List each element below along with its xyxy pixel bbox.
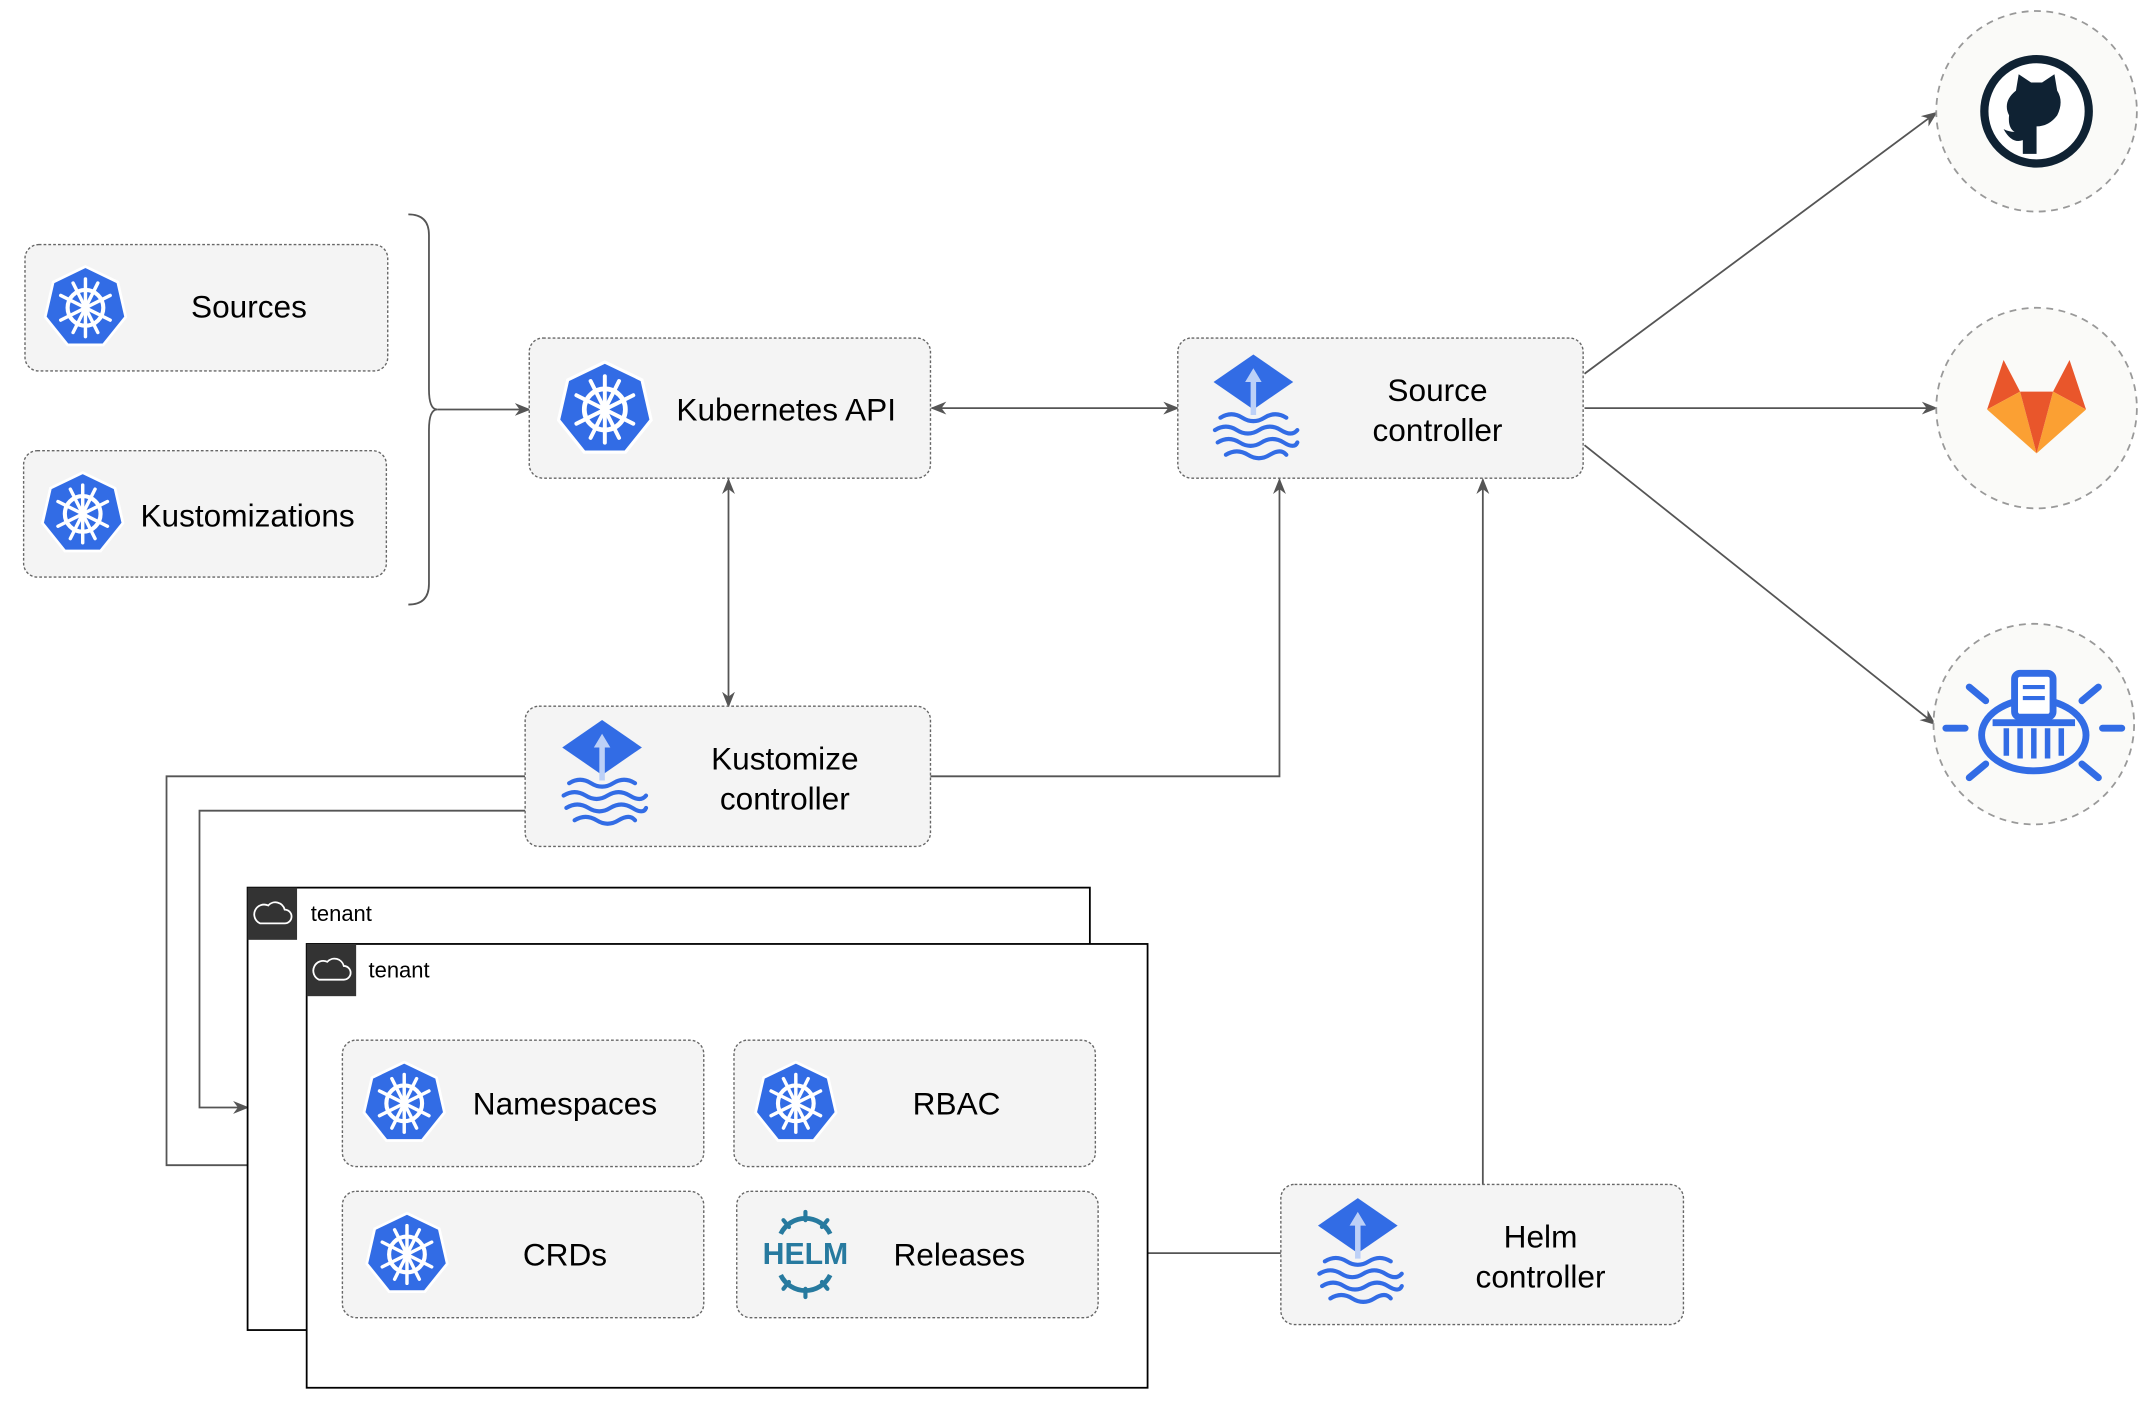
edge-kustomize-source — [930, 477, 1286, 778]
edge-kustomize-tenant-front — [165, 775, 526, 1172]
node-label-line1: Kustomize — [711, 740, 858, 776]
tenant-label: tenant — [369, 958, 430, 983]
node-crds[interactable]: CRDs — [341, 1190, 705, 1319]
node-label: CRDs — [523, 1236, 607, 1272]
gitlab-icon — [1987, 359, 2087, 454]
helm-icon: HELM — [763, 1209, 849, 1300]
bucket-icon — [1942, 669, 2126, 782]
edge-source-github — [1583, 111, 1938, 375]
node-kustomizations[interactable]: Kustomizations — [22, 449, 388, 578]
node-helm-controller[interactable]: Helm controller — [1280, 1183, 1685, 1326]
node-label-line1: Source — [1387, 372, 1487, 408]
node-kustomize-controller[interactable]: Kustomize controller — [524, 705, 932, 848]
external-gitlab[interactable] — [1935, 306, 2138, 510]
node-label-line2: controller — [720, 780, 850, 816]
node-sources[interactable]: Sources — [24, 243, 389, 372]
cloud-icon — [312, 957, 352, 981]
brace — [408, 213, 438, 606]
node-label-line1: Helm — [1504, 1219, 1578, 1255]
node-label: RBAC — [913, 1085, 1001, 1121]
node-label: Sources — [191, 288, 307, 324]
node-source-controller[interactable]: Source controller — [1177, 337, 1584, 479]
node-rbac[interactable]: RBAC — [733, 1039, 1097, 1168]
external-github[interactable] — [1935, 10, 2138, 213]
node-namespaces[interactable]: Namespaces — [341, 1039, 705, 1168]
node-label: Namespaces — [473, 1085, 657, 1121]
edge-kustomize-tenant-back — [198, 809, 526, 1114]
tenant-label: tenant — [311, 901, 372, 926]
node-label: Releases — [893, 1236, 1025, 1272]
edge-source-bucket — [1583, 444, 1937, 726]
node-label-line2: controller — [1373, 412, 1503, 448]
node-label-line2: controller — [1476, 1258, 1606, 1294]
cloud-icon — [253, 901, 293, 925]
node-kubernetes-api[interactable]: Kubernetes API — [528, 337, 932, 479]
github-icon — [1980, 54, 2093, 168]
node-label: Kubernetes API — [676, 391, 896, 427]
connections — [165, 111, 1938, 1260]
svg-text:HELM: HELM — [763, 1238, 849, 1271]
tenant-front[interactable]: tenant Namespaces RBAC CRDs HELM Release… — [305, 943, 1149, 1389]
node-releases[interactable]: HELM Releases — [736, 1190, 1099, 1319]
external-bucket[interactable] — [1932, 622, 2136, 826]
node-label: Kustomizations — [140, 497, 354, 533]
